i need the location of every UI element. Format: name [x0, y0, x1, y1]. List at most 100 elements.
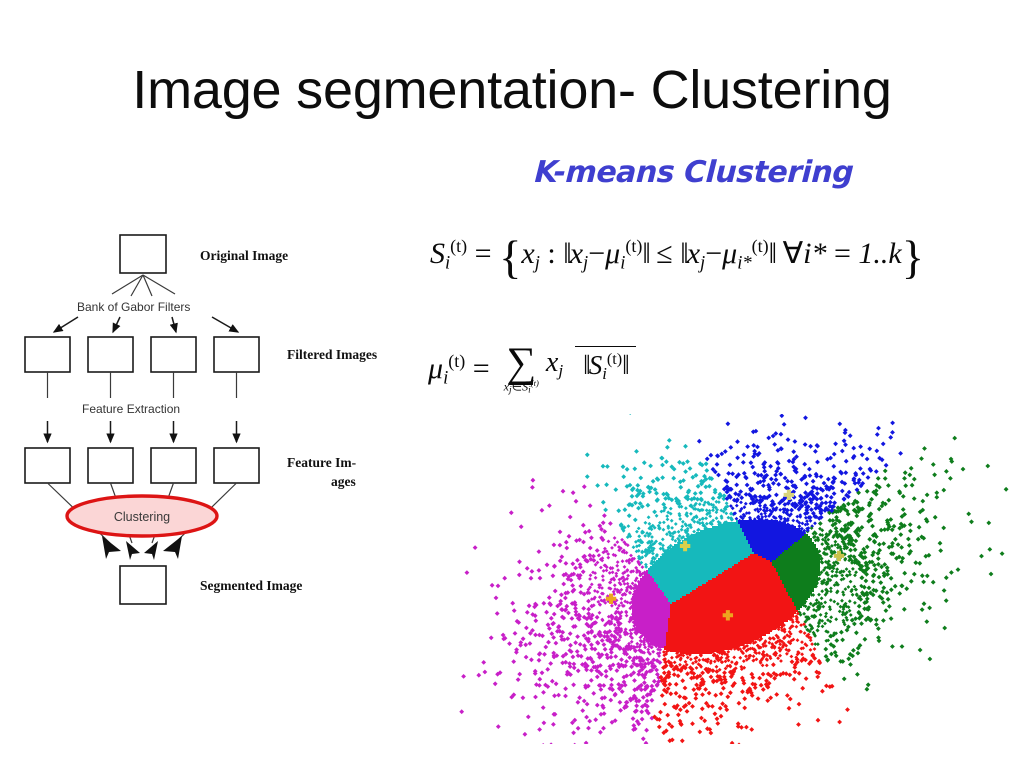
scatter-point	[754, 657, 759, 662]
scatter-point	[520, 695, 526, 701]
scatter-point	[601, 599, 606, 603]
scatter-point	[580, 708, 586, 713]
scatter-point	[560, 660, 565, 666]
scatter-point	[615, 626, 619, 631]
scatter-point	[713, 692, 719, 698]
formula1-x3-sub: j	[700, 252, 706, 274]
scatter-point	[750, 675, 756, 680]
scatter-point	[599, 526, 604, 532]
scatter-point	[821, 480, 827, 486]
scatter-point	[665, 444, 670, 450]
scatter-point	[553, 681, 559, 687]
scatter-point	[645, 692, 651, 697]
scatter-point	[785, 633, 790, 638]
clustering-ellipse[interactable]	[65, 494, 219, 538]
scatter-point	[624, 613, 629, 618]
scatter-point	[788, 632, 793, 636]
scatter-point	[826, 573, 830, 577]
scatter-point	[573, 612, 579, 618]
formula2-denominator: ‖Si(t)‖	[575, 346, 636, 383]
scatter-point	[617, 645, 623, 651]
scatter-point	[692, 529, 696, 534]
scatter-point	[589, 535, 594, 541]
scatter-point	[734, 503, 739, 508]
scatter-point	[826, 577, 831, 581]
scatter-point	[796, 506, 802, 512]
scatter-point	[630, 604, 634, 609]
scatter-point	[608, 697, 614, 703]
scatter-point	[787, 672, 793, 678]
scatter-point	[600, 520, 606, 526]
scatter-point	[827, 684, 833, 690]
scatter-point	[580, 662, 585, 667]
scatter-point	[692, 515, 696, 520]
scatter-point	[852, 621, 857, 627]
scatter-point	[859, 452, 865, 458]
scatter-point	[769, 503, 775, 508]
scatter-point	[629, 644, 634, 649]
scatter-point	[908, 528, 913, 534]
scatter-point	[624, 644, 630, 649]
scatter-point	[577, 575, 582, 581]
scatter-point	[636, 505, 641, 511]
scatter-point	[647, 521, 652, 526]
scatter-point	[808, 443, 813, 449]
scatter-point	[699, 715, 704, 721]
scatter-point	[724, 707, 730, 713]
scatter-point	[799, 629, 803, 634]
scatter-point	[847, 433, 853, 439]
scatter-point	[637, 543, 642, 548]
scatter-point	[668, 533, 673, 538]
scatter-point	[823, 500, 829, 506]
scatter-point	[817, 592, 821, 597]
scatter-point	[897, 490, 903, 496]
scatter-point	[841, 610, 845, 615]
scatter-point	[613, 654, 619, 659]
scatter-point	[625, 585, 629, 590]
scatter-point	[512, 631, 518, 636]
scatter-point	[842, 603, 847, 607]
scatter-point	[612, 583, 617, 588]
original-image-label: Original Image	[200, 248, 288, 263]
scatter-point	[817, 660, 823, 666]
scatter-point	[722, 679, 728, 685]
scatter-point	[515, 677, 521, 682]
scatter-point	[732, 655, 737, 660]
scatter-point	[878, 527, 884, 533]
scatter-point	[832, 650, 838, 655]
scatter-point	[502, 575, 508, 581]
scatter-point	[803, 604, 808, 609]
scatter-point	[823, 621, 827, 626]
scatter-point	[634, 628, 638, 633]
scatter-point	[845, 494, 851, 499]
scatter-point	[836, 582, 840, 587]
scatter-point	[780, 639, 784, 644]
scatter-point	[824, 587, 829, 592]
scatter-point	[598, 687, 604, 692]
scatter-point	[813, 642, 818, 646]
scatter-point	[902, 512, 907, 517]
scatter-point	[809, 507, 814, 512]
scatter-point	[741, 659, 746, 663]
scatter-point	[626, 558, 631, 563]
scatter-point	[629, 553, 633, 558]
scatter-point	[778, 653, 782, 658]
scatter-point	[494, 611, 500, 616]
scatter-point	[708, 667, 712, 672]
scatter-point	[752, 682, 758, 687]
scatter-point	[581, 633, 587, 638]
scatter-point	[857, 566, 863, 572]
scatter-point	[644, 547, 648, 552]
scatter-point	[706, 657, 711, 662]
scatter-point	[803, 657, 808, 663]
scatter-point	[831, 475, 837, 481]
scatter-point	[751, 500, 756, 506]
scatter-point	[777, 500, 782, 506]
scatter-point	[908, 465, 914, 471]
scatter-point	[692, 507, 696, 511]
scatter-point	[578, 564, 583, 570]
scatter-point	[662, 701, 668, 707]
scatter-point	[838, 570, 843, 575]
scatter-point	[665, 686, 671, 691]
scatter-point	[889, 527, 895, 533]
